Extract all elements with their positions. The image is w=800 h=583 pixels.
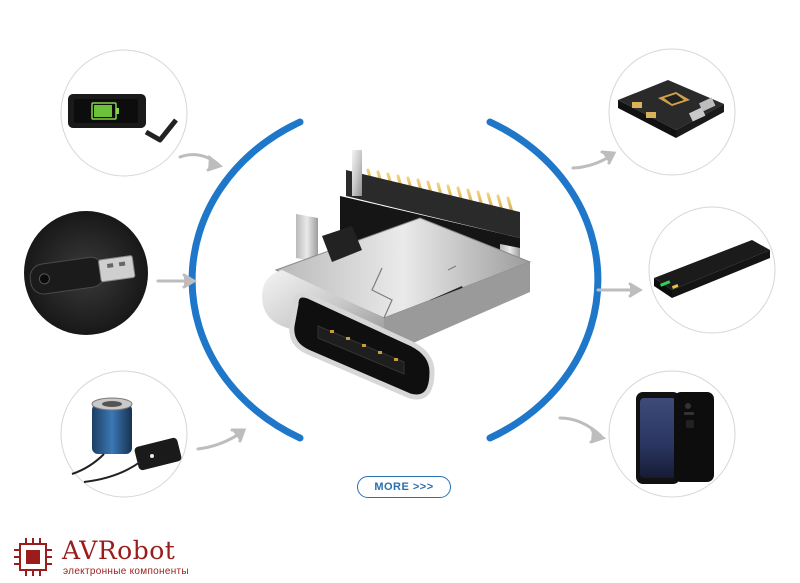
arrow-left-bottom [196, 428, 247, 451]
brand-name: AVRobot [62, 536, 176, 565]
avrobot-chip-logo-icon [14, 538, 52, 576]
brand-tagline: электронные компоненты [63, 566, 189, 577]
arrow-left-top [178, 153, 224, 172]
arrow-left-middle [156, 273, 197, 289]
circuit-board-icon [608, 48, 736, 176]
brand-logo: AVRobot электронные компоненты [10, 534, 240, 580]
arrow-right-bottom [558, 416, 607, 444]
more-button[interactable]: MORE >>> [357, 476, 451, 498]
usb-flash-drive-icon [24, 211, 148, 335]
bluetooth-speaker-icon [60, 370, 188, 498]
power-bank-icon [648, 206, 776, 334]
arrow-right-top [571, 150, 617, 170]
smartphone-icon [608, 370, 736, 498]
usb-c-connector-icon [262, 150, 532, 400]
arrow-right-middle [596, 282, 643, 298]
right-blue-arc [486, 118, 602, 442]
phone-charging-icon [60, 49, 188, 177]
